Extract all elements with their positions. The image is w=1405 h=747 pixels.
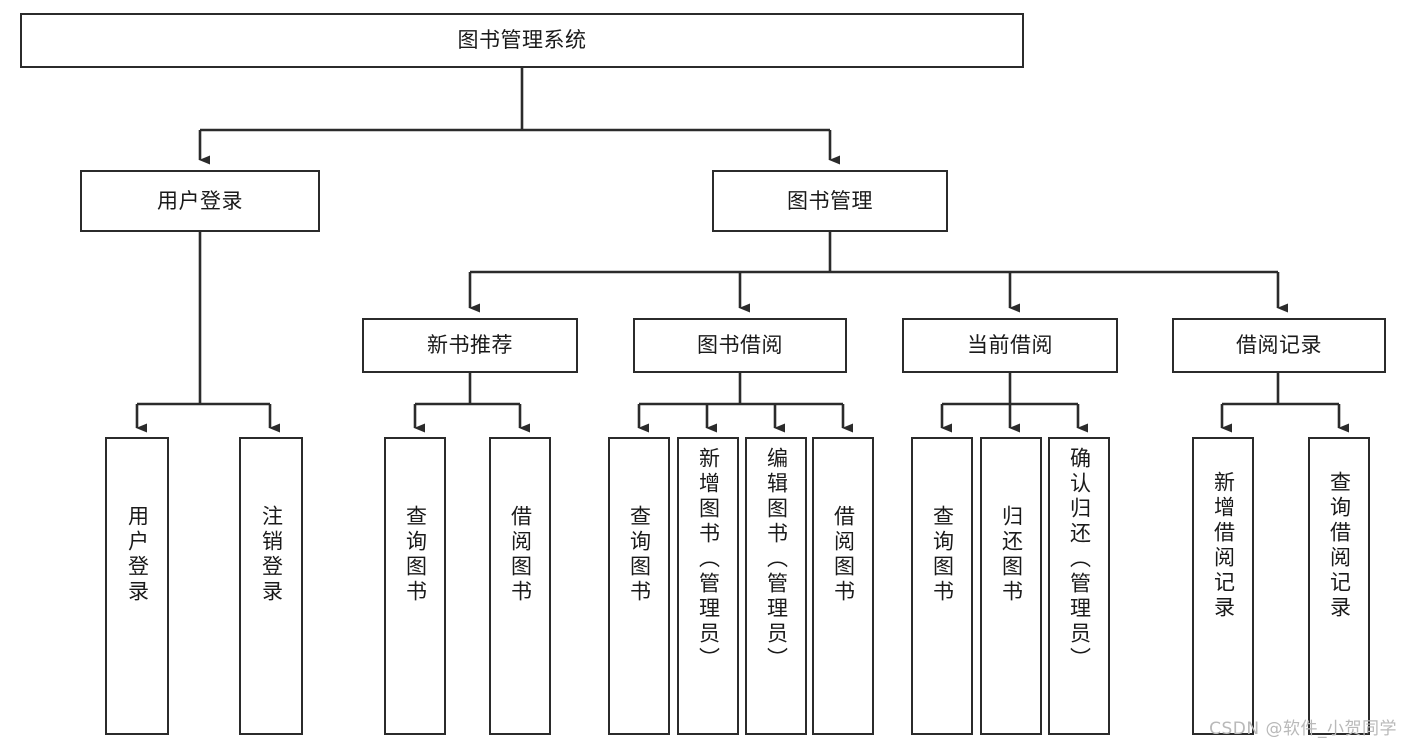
node-leaf-logout-login[interactable]: 注销登录 <box>239 437 303 735</box>
node-label: 确认归还（管理员） <box>1067 447 1092 672</box>
node-leaf-add-book[interactable]: 新增图书（管理员） <box>677 437 739 735</box>
node-label: 用户登录 <box>157 188 243 213</box>
node-label: 图书管理系统 <box>457 28 587 53</box>
csdn-watermark: CSDN @软件_小贺同学 <box>1209 719 1397 739</box>
node-leaf-add-record[interactable]: 新增借阅记录 <box>1192 437 1254 735</box>
node-book-manage[interactable]: 图书管理 <box>712 170 948 232</box>
node-label: 归还图书 <box>999 505 1024 605</box>
node-label: 借阅图书 <box>831 505 856 605</box>
node-label: 图书管理 <box>787 188 873 213</box>
node-leaf-borrow-book-1[interactable]: 借阅图书 <box>489 437 551 735</box>
node-leaf-query-book-2[interactable]: 查询图书 <box>608 437 670 735</box>
node-label: 查询图书 <box>403 505 428 605</box>
node-leaf-query-book-1[interactable]: 查询图书 <box>384 437 446 735</box>
node-label: 新增图书（管理员） <box>696 447 721 672</box>
node-label: 图书借阅 <box>697 333 783 358</box>
node-leaf-edit-book[interactable]: 编辑图书（管理员） <box>745 437 807 735</box>
node-label: 新书推荐 <box>427 333 513 358</box>
node-label: 查询借阅记录 <box>1327 471 1352 621</box>
node-user-login[interactable]: 用户登录 <box>80 170 320 232</box>
node-label: 查询图书 <box>930 505 955 605</box>
node-label: 查询图书 <box>627 505 652 605</box>
node-book-borrow[interactable]: 图书借阅 <box>633 318 847 373</box>
node-leaf-user-login[interactable]: 用户登录 <box>105 437 169 735</box>
node-label: 借阅图书 <box>508 505 533 605</box>
node-current-borrow[interactable]: 当前借阅 <box>902 318 1118 373</box>
node-borrow-record[interactable]: 借阅记录 <box>1172 318 1386 373</box>
node-label: 注销登录 <box>259 505 284 605</box>
node-label: 用户登录 <box>125 505 150 605</box>
node-label: 借阅记录 <box>1236 333 1322 358</box>
node-leaf-query-book-3[interactable]: 查询图书 <box>911 437 973 735</box>
node-leaf-confirm-return[interactable]: 确认归还（管理员） <box>1048 437 1110 735</box>
node-leaf-return-book[interactable]: 归还图书 <box>980 437 1042 735</box>
node-label: 新增借阅记录 <box>1211 471 1236 621</box>
node-label: 当前借阅 <box>967 333 1053 358</box>
node-leaf-borrow-book-2[interactable]: 借阅图书 <box>812 437 874 735</box>
node-leaf-query-record[interactable]: 查询借阅记录 <box>1308 437 1370 735</box>
node-root-book-management-system[interactable]: 图书管理系统 <box>20 13 1024 68</box>
node-label: 编辑图书（管理员） <box>764 447 789 672</box>
node-new-book-recommend[interactable]: 新书推荐 <box>362 318 578 373</box>
